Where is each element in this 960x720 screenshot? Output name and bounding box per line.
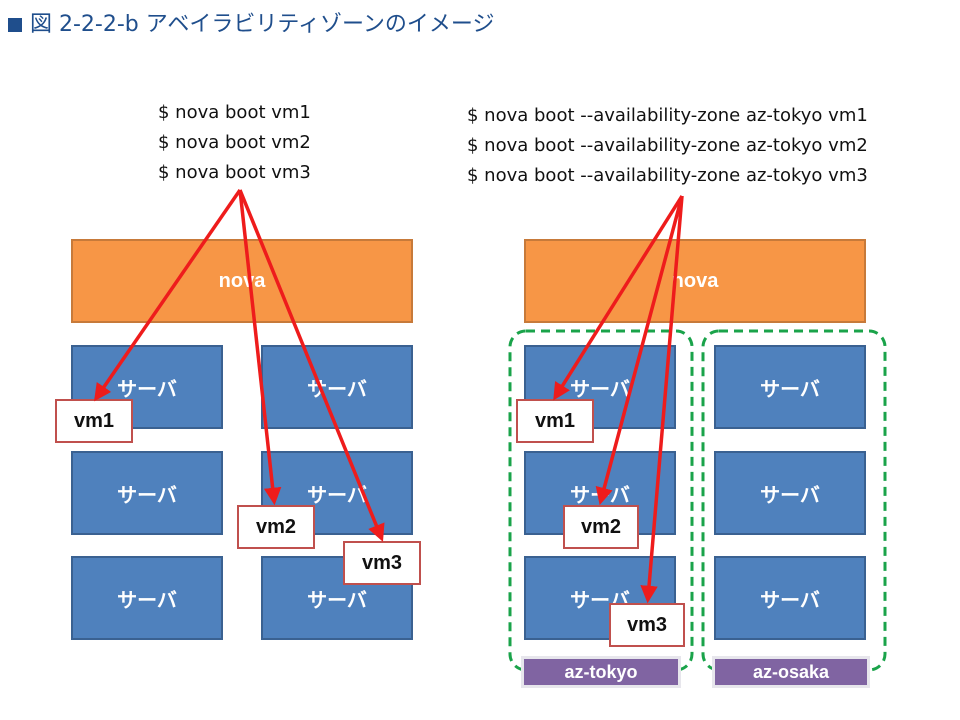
left-vm2: vm2 [237, 505, 315, 549]
right-arrow-vm2 [595, 195, 684, 506]
right-server-2: サーバ [714, 345, 866, 429]
left-command-2: $ nova boot vm2 [158, 132, 311, 153]
zone-label-tokyo: az-tokyo [521, 656, 681, 688]
right-nova-box: nova [524, 239, 866, 323]
left-arrow-vm1 [94, 189, 242, 402]
right-command-list: $ nova boot --availability-zone az-tokyo… [467, 101, 868, 191]
left-server-4: サーバ [261, 451, 413, 535]
square-bullet-icon [8, 18, 22, 32]
left-vm1: vm1 [55, 399, 133, 443]
left-command-1: $ nova boot vm1 [158, 102, 311, 123]
left-command-list: $ nova boot vm1 $ nova boot vm2 $ nova b… [158, 98, 311, 188]
figure-title-text: 図 2-2-2-b アベイラビリティゾーンのイメージ [30, 12, 495, 37]
right-server-6: サーバ [714, 556, 866, 640]
right-command-2: $ nova boot --availability-zone az-tokyo… [467, 135, 868, 156]
left-vm3: vm3 [343, 541, 421, 585]
left-server-5: サーバ [71, 556, 223, 640]
right-arrow-vm3 [640, 195, 684, 604]
right-vm3: vm3 [609, 603, 685, 647]
right-arrow-vm1 [553, 195, 684, 401]
right-command-1: $ nova boot --availability-zone az-tokyo… [467, 105, 868, 126]
left-arrow-vm3 [238, 189, 385, 542]
left-server-3: サーバ [71, 451, 223, 535]
right-server-4: サーバ [714, 451, 866, 535]
zone-tokyo-border [508, 329, 694, 672]
figure-title: 図 2-2-2-b アベイラビリティゾーンのイメージ [8, 6, 494, 38]
zone-osaka-border [701, 329, 887, 672]
left-nova-box: nova [71, 239, 413, 323]
left-arrow-vm2 [238, 189, 282, 506]
zone-label-osaka: az-osaka [712, 656, 870, 688]
right-command-3: $ nova boot --availability-zone az-tokyo… [467, 165, 868, 186]
left-command-3: $ nova boot vm3 [158, 162, 311, 183]
left-server-2: サーバ [261, 345, 413, 429]
right-vm2: vm2 [563, 505, 639, 549]
